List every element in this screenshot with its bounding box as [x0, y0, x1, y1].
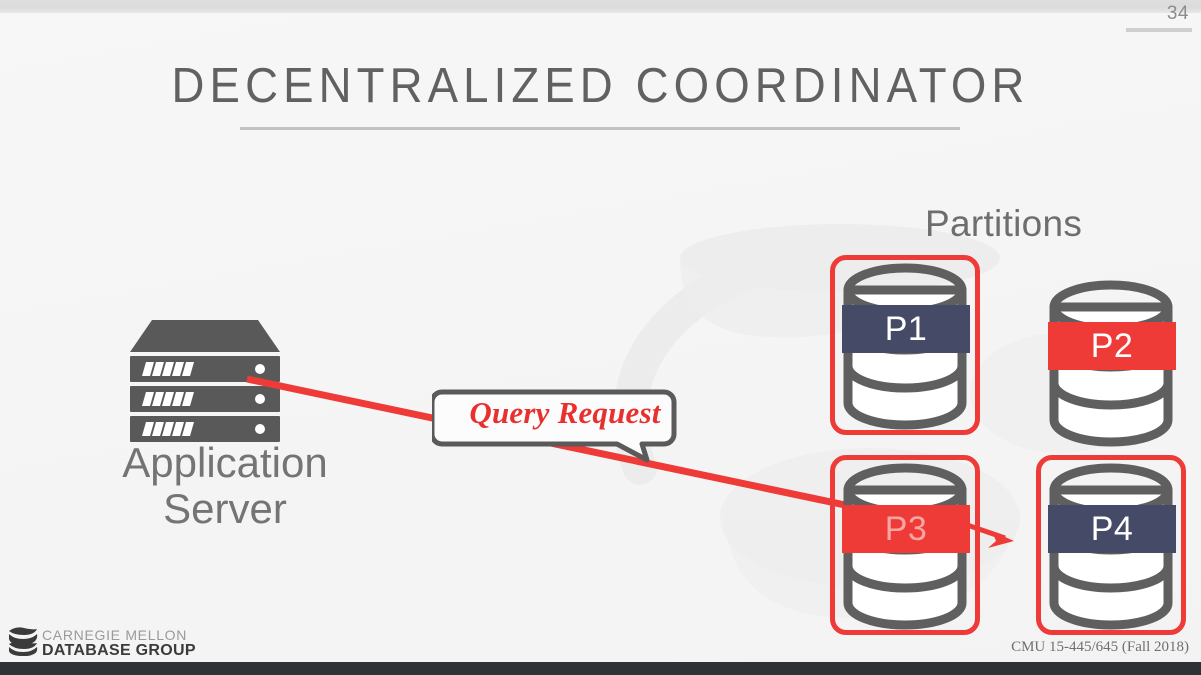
app-server-label: Application Server: [50, 440, 400, 532]
partition-band-p3: [842, 505, 970, 553]
title-underline: [240, 127, 960, 130]
server-rack-icon: [130, 320, 280, 442]
bottom-band: [0, 662, 1201, 675]
partitions-heading: Partitions: [925, 203, 1083, 244]
query-request-text: Query Request: [469, 395, 661, 430]
partition-label-p2: P2: [1090, 327, 1134, 365]
partition-label-p4: P4: [1090, 510, 1134, 548]
partition-node-p2[interactable]: P2: [1036, 272, 1186, 452]
page-number-rule: [1126, 28, 1192, 32]
app-server-label-line1: Application: [122, 439, 328, 486]
partition-label-p3: P3: [884, 510, 928, 548]
page-title: DECENTRALIZED COORDINATOR: [171, 59, 1030, 113]
partition-label-p1: P1: [884, 310, 928, 348]
edge-request-line: [246, 375, 941, 529]
cmu-database-group-logo-icon: [9, 627, 38, 656]
app-server-label-line2: Server: [163, 485, 287, 532]
partition-node-p3[interactable]: P3: [830, 455, 980, 635]
partition-node-p4[interactable]: P4: [1036, 455, 1186, 635]
footer-logo-text: CARNEGIE MELLON DATABASE GROUP: [42, 627, 196, 659]
partition-highlight-box-p3: [830, 455, 980, 635]
partition-band-p2: [1048, 322, 1176, 370]
footer-logo-line2: DATABASE GROUP: [42, 642, 196, 659]
partition-band-p4: [1048, 505, 1176, 553]
partition-highlight-box-p4: [1036, 455, 1186, 635]
footer-course-label: CMU 15-445/645 (Fall 2018): [1011, 639, 1189, 655]
top-band: [0, 0, 1201, 13]
app-server-icon-wrap: [130, 320, 320, 445]
footer-logo-line1: CARNEGIE MELLON: [42, 627, 188, 643]
page-number: 34: [1166, 3, 1189, 24]
